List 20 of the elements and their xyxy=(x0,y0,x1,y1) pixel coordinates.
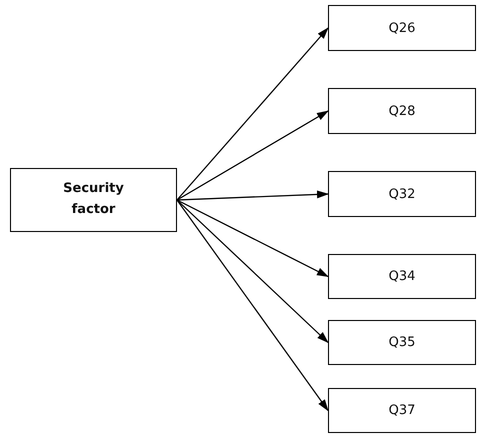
node-label: Q37 xyxy=(388,403,416,418)
node-label: Q32 xyxy=(388,186,416,202)
arrow xyxy=(176,200,329,344)
question-box xyxy=(328,320,476,365)
question-box xyxy=(328,254,476,299)
question-box xyxy=(328,171,476,217)
arrow xyxy=(176,199,329,278)
factor-box xyxy=(10,168,177,232)
node-label: Security factor xyxy=(62,180,125,219)
arrow xyxy=(176,110,329,201)
arrow xyxy=(176,190,329,201)
question-box xyxy=(328,5,476,51)
arrow xyxy=(176,200,329,412)
question-box xyxy=(328,388,476,433)
node-label: Q26 xyxy=(388,20,416,36)
node-label: Q28 xyxy=(388,104,416,118)
arrow xyxy=(176,27,329,200)
node-label: Q35 xyxy=(388,335,416,350)
question-box xyxy=(328,88,476,134)
node-label: Q34 xyxy=(388,269,416,284)
